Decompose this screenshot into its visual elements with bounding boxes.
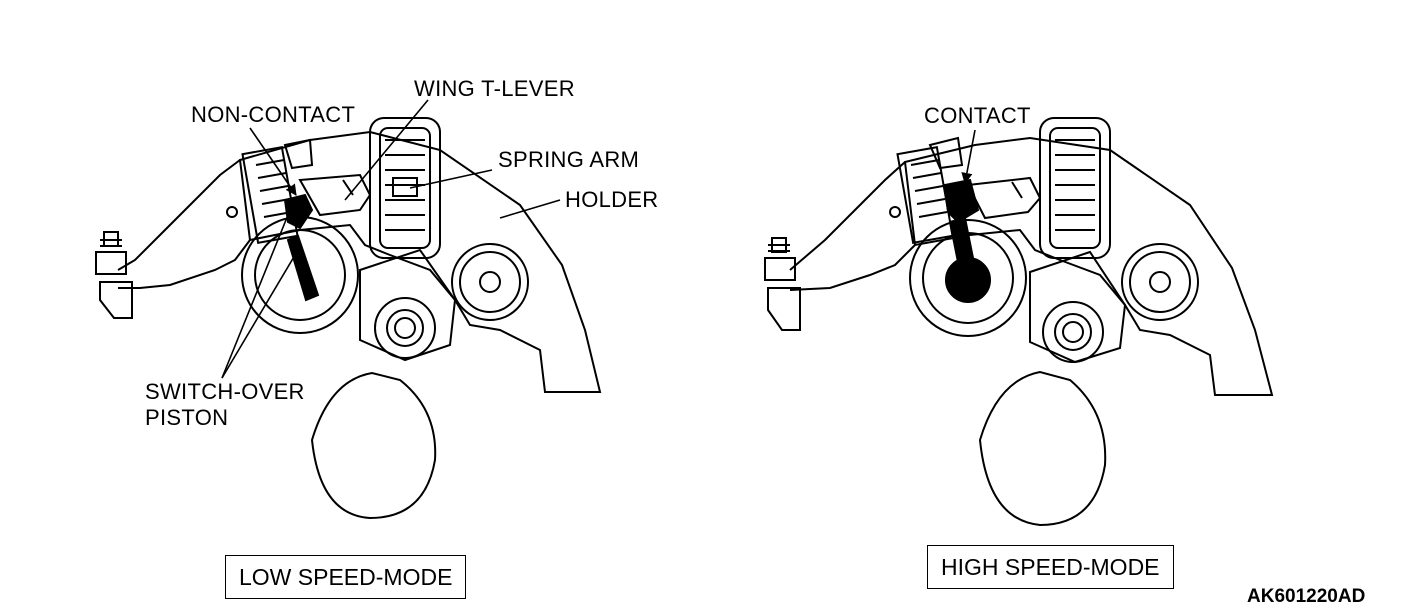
high-speed-mechanism (764, 117, 1274, 527)
low-speed-mechanism (95, 117, 602, 520)
label-contact: CONTACT (924, 103, 1031, 128)
high-speed-leaders (961, 129, 976, 185)
label-holder: HOLDER (565, 187, 659, 212)
label-wing-t-lever: WING T-LEVER (414, 76, 575, 101)
figure-code: AK601220AD (1247, 586, 1366, 607)
label-switch-over-line2: PISTON (145, 405, 229, 430)
low-speed-leaders (221, 99, 561, 379)
label-switch-over-line1: SWITCH-OVER (145, 379, 305, 404)
low-speed-piston (283, 193, 320, 302)
low-speed-mode-caption: LOW SPEED-MODE (225, 555, 467, 599)
high-speed-piston (943, 178, 991, 303)
label-non-contact: NON-CONTACT (191, 102, 356, 127)
label-spring-arm: SPRING ARM (498, 147, 640, 172)
high-speed-mode-caption: HIGH SPEED-MODE (927, 545, 1174, 589)
